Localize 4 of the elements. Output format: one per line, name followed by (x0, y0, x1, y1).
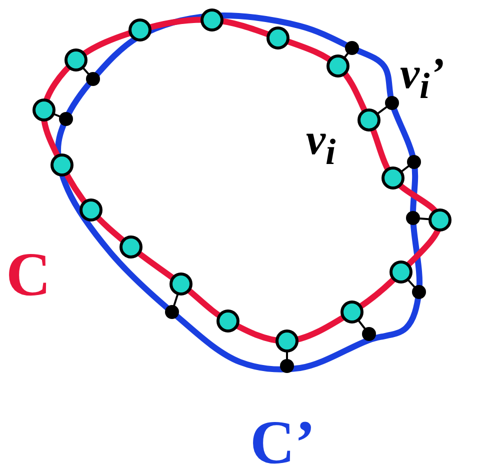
vertex-label: ν$_{i}$ (306, 118, 336, 170)
curve-label: C (6, 244, 51, 306)
vertex-label: ν$_{i}$’ (400, 52, 444, 104)
curve-label: C’ (250, 412, 316, 474)
